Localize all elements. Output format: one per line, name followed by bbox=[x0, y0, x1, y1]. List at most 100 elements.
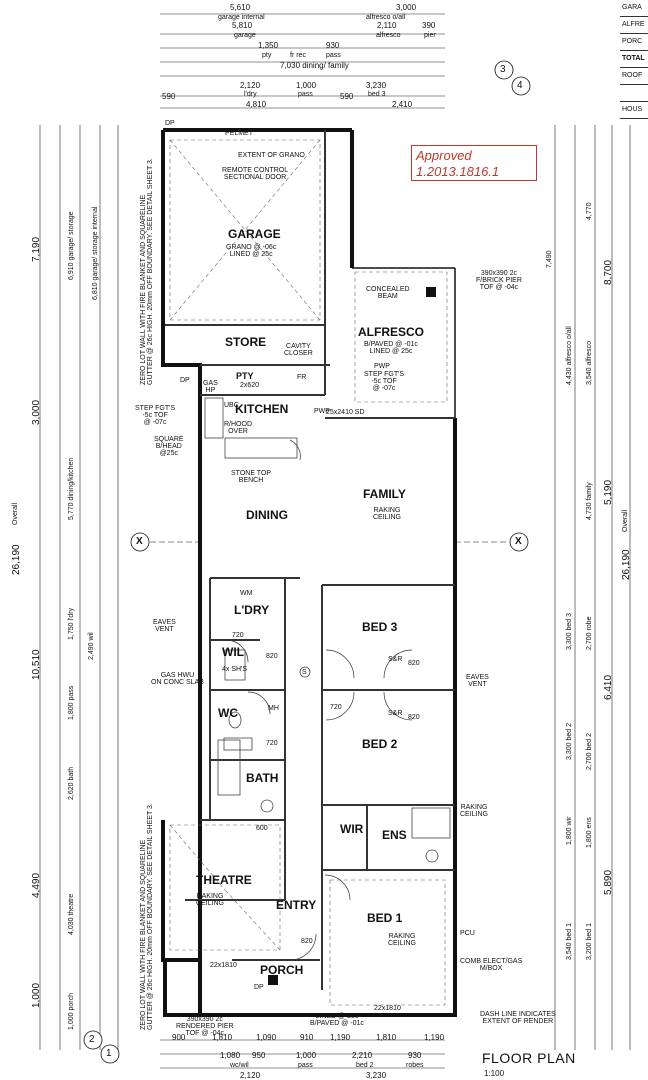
dim-left-7190: 7,190 bbox=[31, 236, 42, 262]
dim-left-passage: 1,800 pass bbox=[68, 685, 75, 720]
room-garage: GARAGE bbox=[228, 227, 281, 241]
note-door-bath: 720 bbox=[266, 740, 278, 747]
dim-bottom-bed2-label: bed 2 bbox=[356, 1062, 374, 1069]
dim-bottom-1190a: 1,190 bbox=[330, 1033, 351, 1042]
room-entry: ENTRY bbox=[276, 898, 317, 912]
note-door-bed2: 820 bbox=[408, 714, 420, 721]
note-bed1-ceiling: RAKING CEILING bbox=[388, 933, 417, 947]
note-gas-hwu: GAS HWU ON CONC SLAB bbox=[151, 672, 204, 686]
note-zero-lot-bottom: ZERO LOT WALL WITH FIRE BLANKET AND SQUA… bbox=[140, 803, 154, 1030]
dim-pier-label: pier bbox=[424, 32, 436, 39]
room-wir: WIR bbox=[340, 822, 364, 836]
dim-right-bed2b: 2,700 bed 2 bbox=[586, 733, 593, 770]
note-render-extent: DASH LINE INDICATES EXTENT OF RENDER bbox=[480, 1011, 556, 1025]
note-stone-bench: STONE TOP BENCH bbox=[231, 470, 272, 484]
dim-left-theatre: 4,030 theatre bbox=[68, 893, 75, 935]
note-gas-hotplate: GAS HP bbox=[203, 380, 218, 394]
top-dimension-lines bbox=[160, 13, 445, 109]
dim-garage-internal: 5,610 bbox=[230, 3, 251, 12]
schedule-row: TOTAL bbox=[620, 51, 648, 68]
dim-590-left: 590 bbox=[162, 92, 176, 101]
note-door-theatre: 600 bbox=[256, 825, 268, 832]
dim-right-overall: 26,190 bbox=[621, 549, 632, 580]
note-cavity-closer: CAVITY CLOSER bbox=[284, 343, 313, 357]
drawing-title: FLOOR PLAN bbox=[482, 1050, 576, 1066]
note-door-laundry: 720 bbox=[232, 632, 244, 639]
dim-right-alfresco-overall: 4,430 alfresco o/all bbox=[566, 326, 573, 385]
room-wc: WC bbox=[218, 706, 238, 720]
dim-right-6410: 6,410 bbox=[603, 674, 614, 700]
note-eaves-vent-left: EAVES VENT bbox=[153, 619, 176, 633]
room-kitchen: KITCHEN bbox=[235, 402, 289, 416]
approval-stamp: Approved 1.2013.1816.1 bbox=[411, 145, 537, 181]
note-zero-lot-top: ZERO LOT WALL WITH FIRE BLANKET AND SQUA… bbox=[140, 158, 154, 385]
note-pantry-shelves: 2x620 bbox=[240, 382, 260, 389]
room-bed-3: BED 3 bbox=[362, 620, 398, 634]
dim-left-dining-kitchen: 5,770 dining/kitchen bbox=[68, 457, 75, 520]
dim-bottom-robes-label: robes bbox=[406, 1062, 424, 1069]
dim-alfresco-overall-label: alfresco o/all bbox=[366, 14, 406, 21]
note-downpipe-top: DP bbox=[165, 120, 175, 127]
bottom-dimension-lines bbox=[160, 1039, 445, 1069]
schedule-row: PORC bbox=[620, 34, 648, 51]
dim-right-alfresco: 3,540 alfresco bbox=[586, 341, 593, 385]
section-mark-4: 4 bbox=[517, 80, 523, 91]
dim-bottom-930: 930 bbox=[408, 1051, 422, 1060]
note-sliding-door: 25x2410 SD bbox=[326, 409, 365, 416]
dim-bed3-label: bed 3 bbox=[368, 91, 386, 98]
dim-left-3000: 3,000 bbox=[31, 399, 42, 425]
note-smoke-detector: S bbox=[302, 669, 307, 676]
internal-walls bbox=[165, 130, 455, 990]
dim-4810: 4,810 bbox=[246, 100, 267, 109]
drawing-scale: 1:100 bbox=[484, 1069, 505, 1078]
note-alfresco-finish: B/PAVED @ -01c LINED @ 25c bbox=[364, 341, 418, 355]
note-under-bench: UBC bbox=[224, 402, 239, 409]
dim-left-1000: 1,000 bbox=[31, 982, 42, 1008]
dim-garage-internal-label: garage internal bbox=[218, 14, 265, 21]
dim-left-bath: 2,620 bath bbox=[68, 766, 75, 800]
note-pwp-alfresco: PWP bbox=[374, 363, 390, 370]
left-dimension-lines bbox=[39, 125, 119, 1050]
dim-left-4490: 4,490 bbox=[31, 872, 42, 898]
dim-right-8700: 8,700 bbox=[603, 259, 614, 285]
section-mark-3: 3 bbox=[500, 64, 506, 75]
dim-bottom-1810b: 1,810 bbox=[376, 1033, 397, 1042]
dim-alfresco: 2,110 bbox=[377, 21, 397, 30]
section-marks bbox=[83, 60, 531, 1064]
door-swings bbox=[225, 439, 413, 961]
dim-590-mid: 590 bbox=[340, 92, 354, 101]
dim-bottom-2120: 2,120 bbox=[240, 1071, 261, 1080]
room-bed-1: BED 1 bbox=[367, 911, 403, 925]
note-brick-pier: 390x390 2c F/BRICK PIER TOF @ -04c bbox=[476, 270, 522, 291]
dim-right-5890: 5,890 bbox=[603, 869, 614, 895]
room-pantry: PTY bbox=[236, 371, 254, 381]
dim-pass: 930 bbox=[326, 41, 340, 50]
dim-pier: 390 bbox=[422, 21, 436, 30]
note-eaves-vent-right: EAVES VENT bbox=[466, 674, 489, 688]
note-window-theatre: 22x1810 bbox=[210, 962, 237, 969]
schedule-row: ROOF bbox=[620, 68, 648, 85]
note-garage-finish: GRANO @ -06c LINED @ 25c bbox=[226, 244, 277, 258]
dim-garage: 5,810 bbox=[232, 21, 253, 30]
dim-pass-label: pass bbox=[326, 52, 341, 59]
dim-pantry: 1,350 bbox=[258, 41, 279, 50]
dim-bed3: 3,230 bbox=[366, 81, 387, 90]
note-family-ceiling: RAKING CEILING bbox=[373, 507, 402, 521]
dim-bottom-1810a: 1,810 bbox=[212, 1033, 233, 1042]
section-mark-2: 2 bbox=[89, 1034, 95, 1045]
dim-right-bed2: 3,300 bed 2 bbox=[566, 723, 573, 760]
dim-bottom-1090: 1,090 bbox=[256, 1033, 277, 1042]
dim-left-laundry: 1,750 l'dry bbox=[68, 607, 75, 640]
note-fridge: FR bbox=[297, 374, 307, 381]
dim-bottom-wc-wil-label: wc/wil bbox=[230, 1062, 249, 1069]
note-door-bed2-left: 720 bbox=[330, 704, 342, 711]
note-remote-door: REMOTE CONTROL SECTIONAL DOOR bbox=[222, 167, 289, 181]
note-shelf-rail-bed3: S&R bbox=[388, 656, 403, 663]
dim-bottom-1080: 1,080 bbox=[220, 1051, 241, 1060]
dim-bottom-pass-label: pass bbox=[298, 1062, 313, 1069]
section-mark-x-right: X bbox=[515, 536, 522, 547]
dim-right-bed3: 3,300 bed 3 bbox=[566, 613, 573, 650]
dim-alfresco-overall: 3,000 bbox=[396, 3, 417, 12]
garage-roof-lines bbox=[169, 139, 448, 1006]
